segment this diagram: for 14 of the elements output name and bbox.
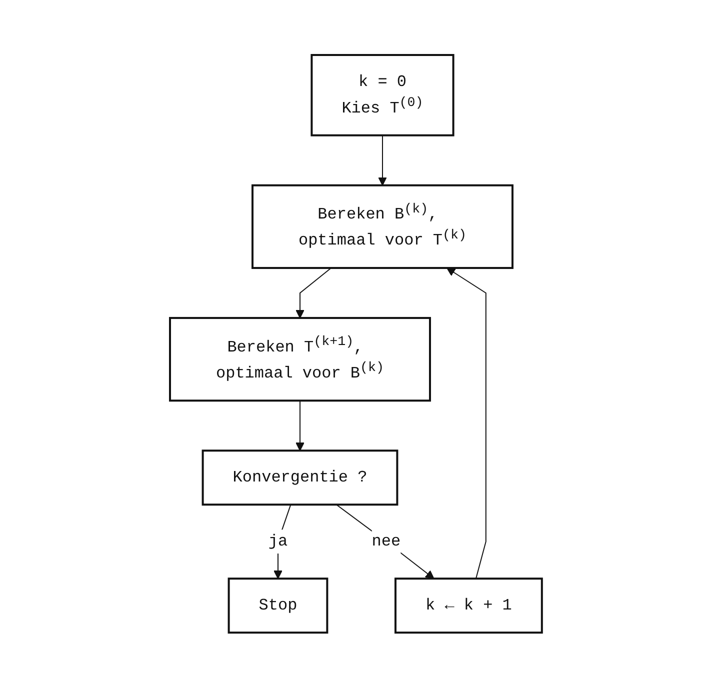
arrow [274, 504, 292, 579]
edge-label: nee [372, 532, 401, 550]
arrow [296, 267, 332, 318]
node-box: Konvergentie ? [202, 449, 398, 506]
edge-label: ja [268, 532, 288, 550]
arrow [336, 504, 434, 579]
node-box: k ← k + 1 [394, 577, 543, 634]
node-box: k = 0 Kies T$^{(0)}$ [310, 54, 454, 136]
node-box: Stop [228, 577, 328, 634]
arrow [446, 267, 486, 579]
node-box: Bereken B$^{(k)}$, optimaal voor T$^{(k)}$ [252, 184, 514, 269]
arrow [296, 400, 304, 451]
node-box: Bereken T$^{(k+1)}$, optimaal voor B$^{(k)}$ [169, 316, 432, 402]
arrow [378, 134, 387, 186]
